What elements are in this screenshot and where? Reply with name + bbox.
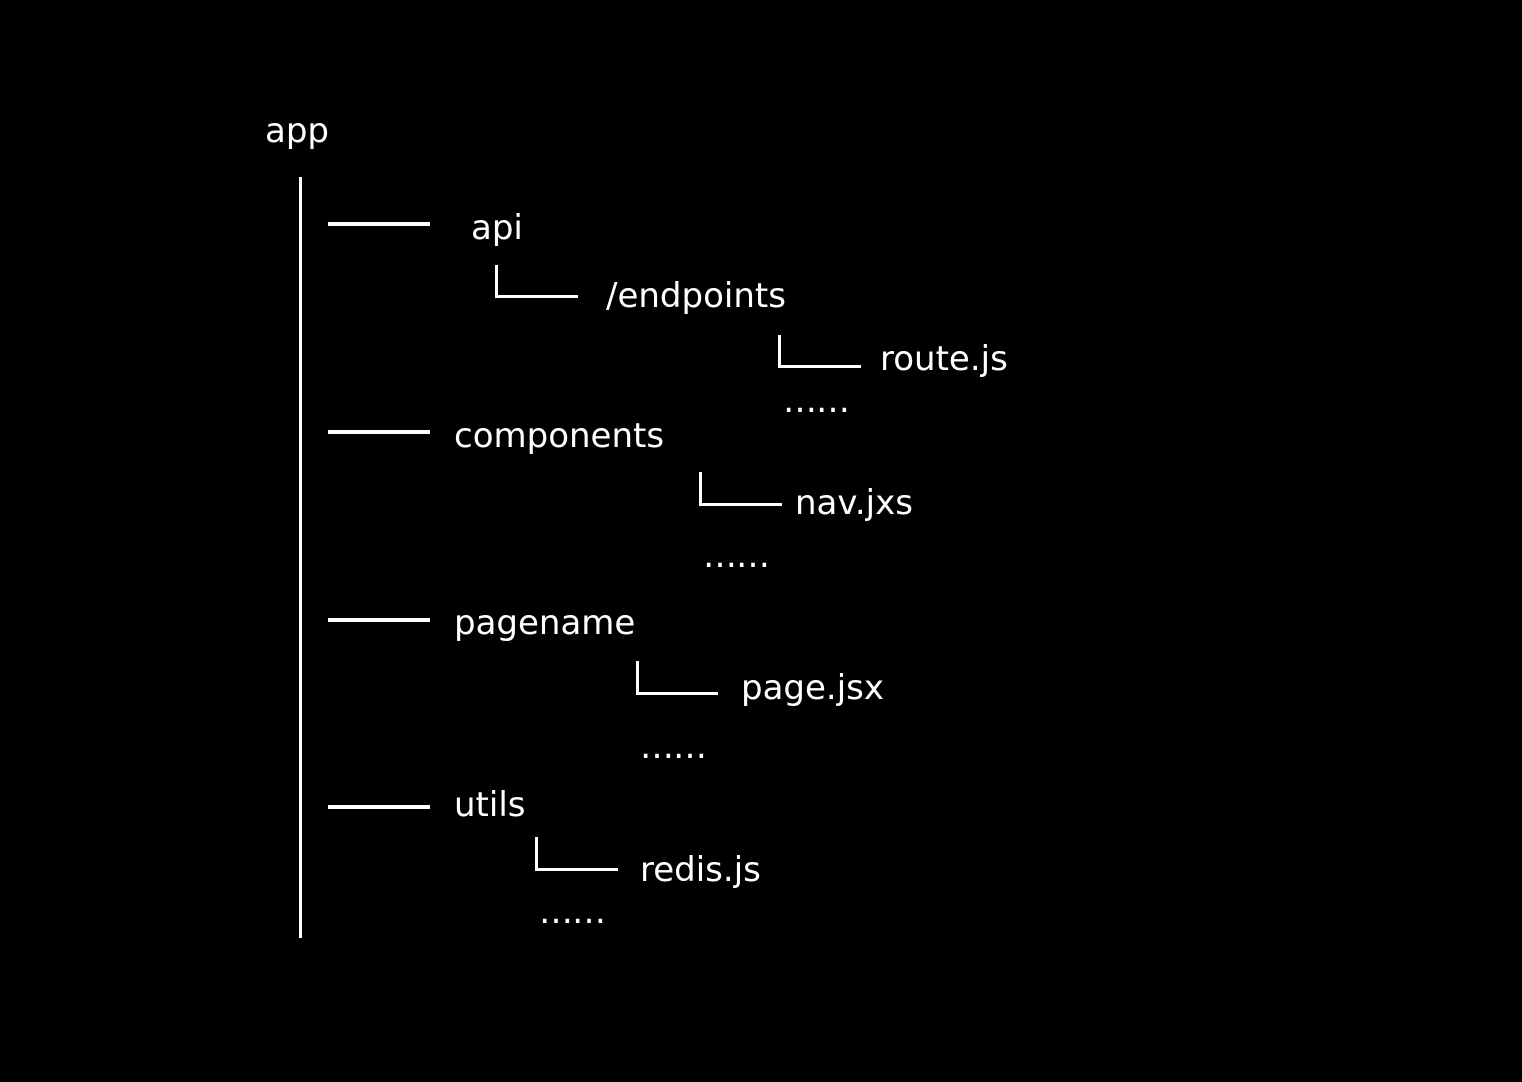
folder-label-utils: utils xyxy=(454,785,526,825)
folder-label-pagename: pagename xyxy=(454,603,636,643)
branch-line-components xyxy=(328,430,430,434)
file-label-route: route.js xyxy=(880,339,1008,379)
elbow-connector-route xyxy=(778,335,861,368)
elbow-connector-redis xyxy=(535,837,618,871)
elbow-connector-endpoints xyxy=(495,265,578,298)
file-label-page: page.jsx xyxy=(741,668,885,708)
branch-line-utils xyxy=(328,805,430,809)
ellipsis-api: …… xyxy=(783,381,850,421)
ellipsis-utils: …… xyxy=(539,892,606,932)
file-label-nav: nav.jxs xyxy=(795,483,913,523)
branch-line-api xyxy=(328,222,430,226)
root-trunk-line xyxy=(299,177,302,938)
ellipsis-pagename: …… xyxy=(640,727,707,767)
folder-label-endpoints: /endpoints xyxy=(606,276,786,316)
branch-line-pagename xyxy=(328,618,430,622)
root-folder-label: app xyxy=(265,111,329,151)
elbow-connector-page xyxy=(636,661,718,695)
folder-label-components: components xyxy=(454,416,665,456)
folder-label-api: api xyxy=(471,208,523,248)
ellipsis-components: …… xyxy=(703,536,770,576)
file-label-redis: redis.js xyxy=(640,850,761,890)
elbow-connector-nav xyxy=(699,472,782,506)
